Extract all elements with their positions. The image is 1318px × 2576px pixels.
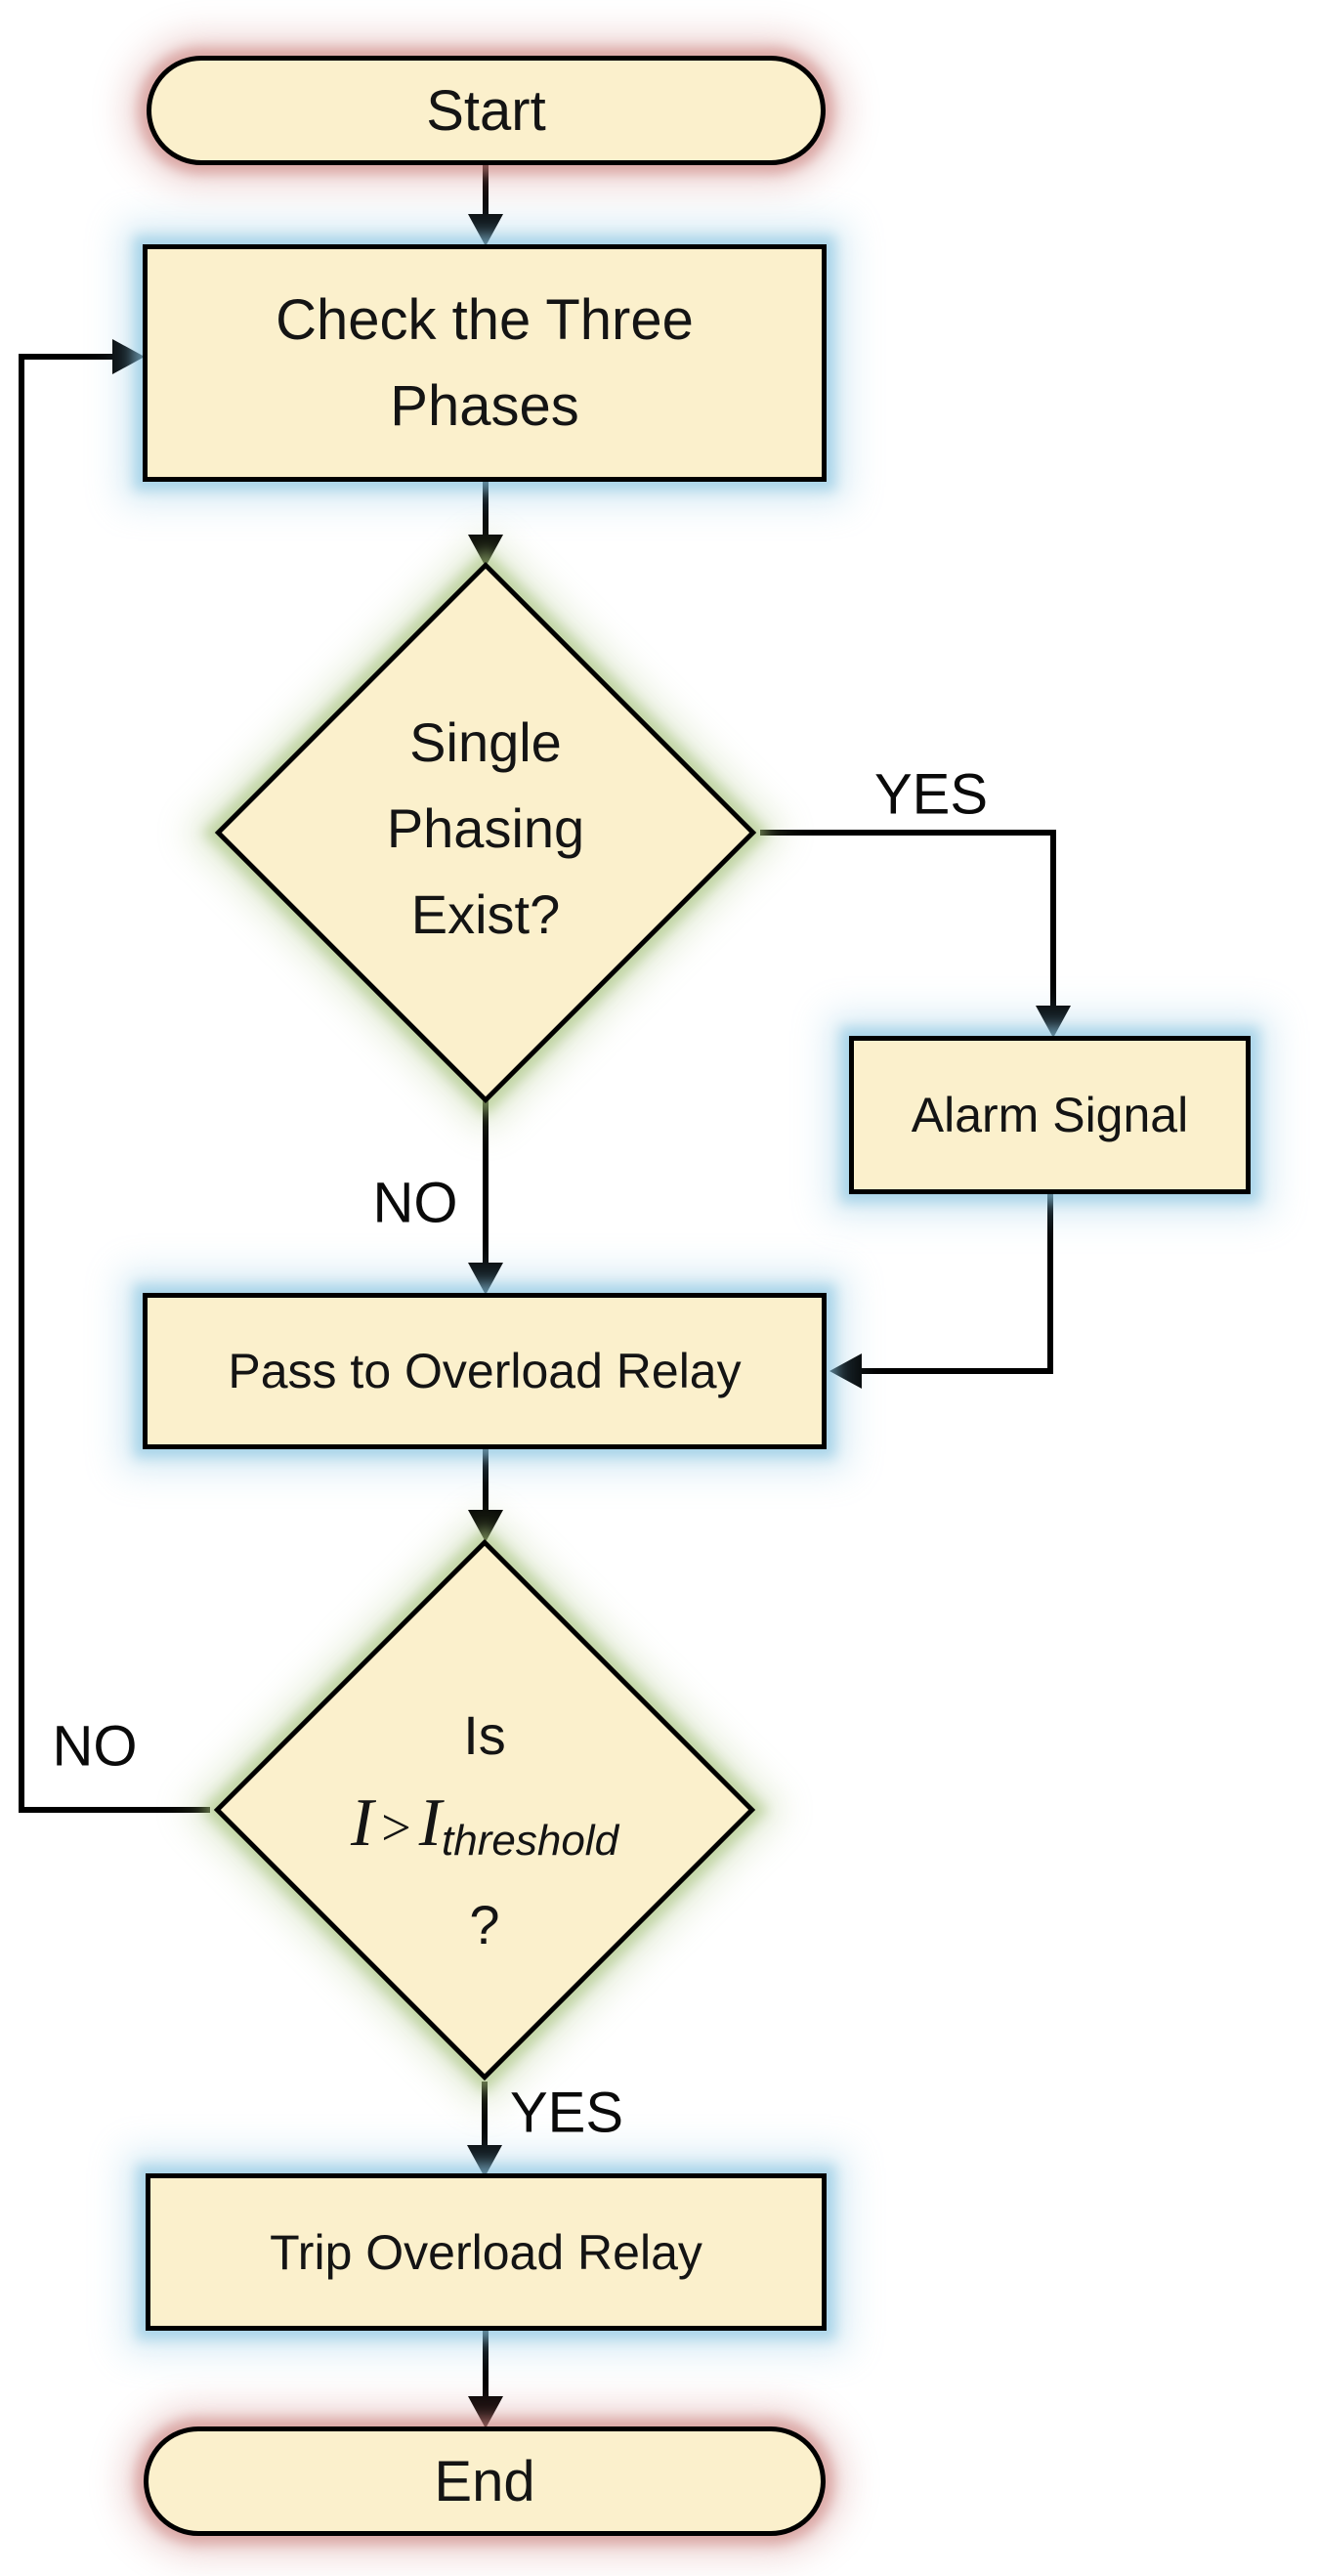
edge-alarm-to-pass xyxy=(829,1194,1053,1389)
edge-decision1-no-to-pass xyxy=(468,1100,503,1295)
arrowhead-right-icon xyxy=(112,339,145,374)
node-trip-label: Trip Overload Relay xyxy=(270,2224,702,2280)
arrowhead-down-icon xyxy=(468,1510,503,1542)
edge-decision2-no-loop-to-check xyxy=(19,339,210,1813)
arrowhead-down-icon xyxy=(468,535,503,567)
arrowhead-down-icon xyxy=(1036,1006,1071,1038)
edge-trip-to-end xyxy=(468,2331,503,2428)
edge-decision2-yes-to-trip xyxy=(467,2082,502,2177)
formula-greater-than: > xyxy=(381,1798,411,1857)
arrowhead-down-icon xyxy=(467,2145,502,2177)
arrowhead-down-icon xyxy=(468,2396,503,2428)
edge-decision1-yes-to-alarm xyxy=(760,830,1071,1038)
node-alarm-label: Alarm Signal xyxy=(911,1088,1189,1142)
edge-start-to-check xyxy=(468,165,503,246)
node-check-label: Check the Three Phases xyxy=(276,287,694,438)
edge-label-decision1-no: NO xyxy=(372,1171,458,1235)
edge-label-decision2-no: NO xyxy=(52,1714,138,1779)
node-check-three-phases: Check the Three Phases xyxy=(143,244,827,482)
node-end: End xyxy=(144,2426,826,2536)
formula-current-symbol: I xyxy=(350,1785,374,1861)
node-decision-threshold-label: Is I>Ithreshold ? xyxy=(294,1693,675,1964)
node-end-label: End xyxy=(434,2449,535,2513)
decision-threshold-line1: Is xyxy=(463,1704,506,1766)
arrowhead-down-icon xyxy=(468,214,503,246)
edge-check-to-decision1 xyxy=(468,482,503,567)
formula-threshold-symbol: I xyxy=(418,1785,443,1861)
decision-threshold-formula: I>Ithreshold xyxy=(294,1779,675,1886)
arrowhead-left-icon xyxy=(829,1353,862,1389)
node-alarm-signal: Alarm Signal xyxy=(849,1036,1251,1194)
node-pass-to-overload-relay: Pass to Overload Relay xyxy=(143,1293,827,1449)
arrowhead-down-icon xyxy=(468,1263,503,1295)
decision-threshold-line3: ? xyxy=(469,1894,500,1955)
node-start-label: Start xyxy=(426,78,546,143)
node-decision-single-phasing-label: Single Phasing Exist? xyxy=(386,711,585,945)
edge-label-decision1-yes: YES xyxy=(873,762,989,827)
edge-label-decision2-yes: YES xyxy=(509,2081,624,2145)
node-start: Start xyxy=(147,56,826,165)
edge-pass-to-decision2 xyxy=(468,1449,503,1542)
formula-threshold-subscript: threshold xyxy=(442,1817,619,1865)
node-trip-overload-relay: Trip Overload Relay xyxy=(146,2173,827,2331)
node-pass-label: Pass to Overload Relay xyxy=(228,1344,742,1398)
